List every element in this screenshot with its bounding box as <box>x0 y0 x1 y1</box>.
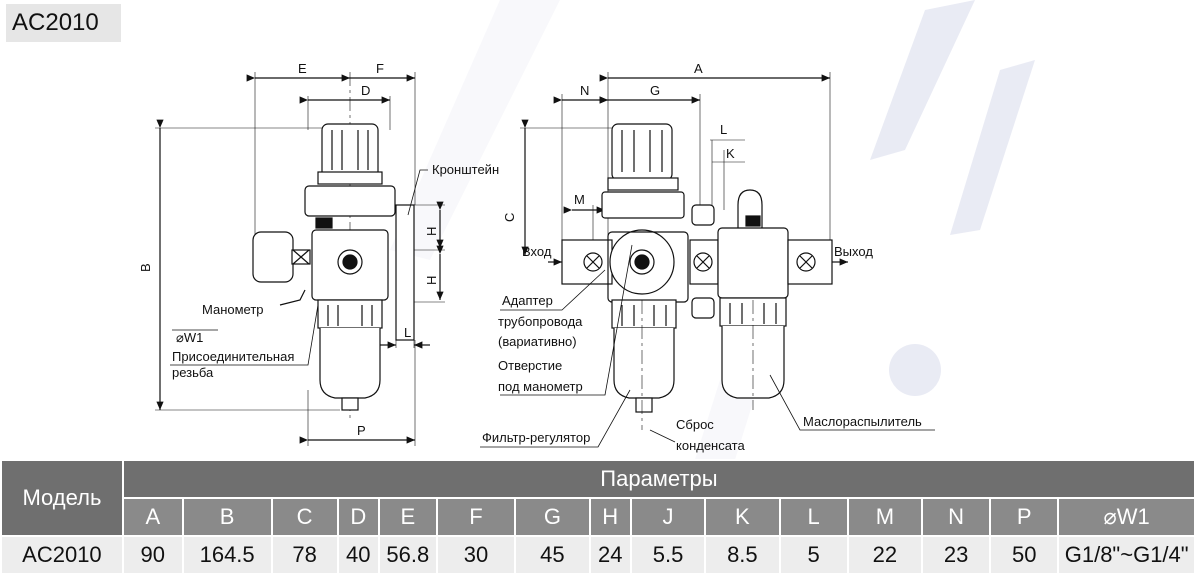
inlet-label: Вход <box>522 244 552 259</box>
dim-label-H-lower: H <box>424 276 439 285</box>
thread-label-line2: резьба <box>172 365 214 380</box>
column-header: M <box>846 497 924 537</box>
side-view <box>155 72 445 446</box>
technical-drawing: E F D B H H L P A N G L K C M Кронштейн … <box>138 61 935 453</box>
adapter-label-line3: (вариативно) <box>498 334 577 349</box>
dim-label-P: P <box>357 423 366 438</box>
manometer-label: Манометр <box>202 302 264 317</box>
dim-label-N: N <box>580 83 589 98</box>
dim-label-M: M <box>574 192 585 207</box>
dim-label-E: E <box>298 61 307 76</box>
thread-label-line1: Присоединительная <box>172 349 294 364</box>
gauge-port-label-line2: под манометр <box>498 379 583 394</box>
table-cell: 50 <box>989 535 1060 575</box>
column-header: G <box>514 497 591 537</box>
gauge-port-label-line1: Отверстие <box>498 358 562 373</box>
table-cell: 45 <box>514 535 591 575</box>
dim-label-G: G <box>650 83 660 98</box>
dim-label-B: B <box>138 263 153 272</box>
table-cell: 23 <box>921 535 992 575</box>
table-cell: 40 <box>336 535 380 575</box>
column-header: H <box>588 497 632 537</box>
column-header: K <box>704 497 781 537</box>
params-header: Параметры <box>121 459 1197 499</box>
column-header: L <box>778 497 849 537</box>
table-row: AC2010 90 164.5 78 40 56.8 30 45 24 5.5 … <box>0 535 1196 575</box>
dim-label-C: C <box>502 213 517 222</box>
table-cell: 164.5 <box>181 535 273 575</box>
column-header: F <box>435 497 517 537</box>
column-header: N <box>921 497 992 537</box>
table-cell: 78 <box>270 535 339 575</box>
dim-label-L-front: L <box>720 122 727 137</box>
column-header: J <box>629 497 707 537</box>
column-header: P <box>989 497 1060 537</box>
column-header: A <box>121 497 184 537</box>
outlet-label: Выход <box>834 244 873 259</box>
adapter-label-line2: трубопровода <box>498 314 583 329</box>
table-cell: G1/8"~G1/4" <box>1057 535 1196 575</box>
column-header: C <box>270 497 339 537</box>
drain-label-line2: конденсата <box>676 438 745 453</box>
drain-label-line1: Сброс <box>676 417 714 432</box>
model-title: AC2010 <box>6 4 121 42</box>
dim-label-A: A <box>694 61 703 76</box>
front-view <box>480 72 935 448</box>
table-cell: 8.5 <box>704 535 781 575</box>
model-header: Модель <box>0 459 124 537</box>
model-cell: AC2010 <box>0 535 124 575</box>
dim-label-H-upper: H <box>424 227 439 236</box>
filter-regulator-label: Фильтр-регулятор <box>482 430 590 445</box>
lubricator-label: Маслораспылитель <box>803 414 922 429</box>
column-header-row: A B C D E F G H J K L M N P ⌀W1 <box>1 497 1196 537</box>
table-cell: 24 <box>588 535 632 575</box>
bracket-label: Кронштейн <box>432 162 499 177</box>
dim-label-D: D <box>361 83 370 98</box>
column-header: E <box>377 497 438 537</box>
column-header: B <box>181 497 273 537</box>
dim-label-F: F <box>376 61 384 76</box>
column-header: D <box>336 497 380 537</box>
dim-label-K: K <box>726 146 735 161</box>
adapter-label-line1: Адаптер <box>502 293 553 308</box>
table-cell: 90 <box>121 535 184 575</box>
dim-label-L-side: L <box>404 325 411 340</box>
column-header: ⌀W1 <box>1057 497 1196 537</box>
table-cell: 22 <box>846 535 924 575</box>
table-cell: 5 <box>778 535 849 575</box>
table-cell: 30 <box>435 535 517 575</box>
parameters-table: Модель Параметры A B C D E F G H J K L M… <box>0 459 1197 575</box>
w1-label: ⌀W1 <box>176 330 203 345</box>
table-cell: 56.8 <box>377 535 438 575</box>
table-cell: 5.5 <box>629 535 707 575</box>
